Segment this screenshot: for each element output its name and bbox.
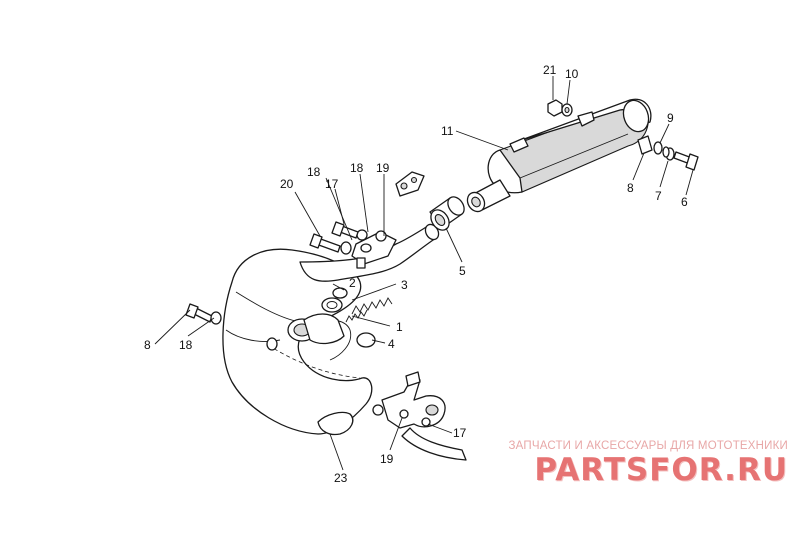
watermark-brand: PARTSFOR.RU bbox=[534, 452, 788, 488]
callout-4: 4 bbox=[388, 337, 395, 351]
callout-6: 6 bbox=[681, 195, 688, 209]
watermark: ЗАПЧАСТИ И АКСЕССУАРЫ ДЛЯ МОТОТЕХНИКИ PA… bbox=[488, 440, 788, 488]
washer-18-lower bbox=[210, 311, 222, 325]
callout-17-lower: 17 bbox=[453, 426, 467, 440]
callout-8-upper: 8 bbox=[627, 181, 634, 195]
spring-3 bbox=[351, 297, 393, 315]
rubber-coupling-5 bbox=[429, 196, 465, 231]
callout-1: 1 bbox=[396, 320, 403, 334]
callout-17-top: 17 bbox=[325, 177, 339, 191]
callout-21: 21 bbox=[543, 63, 557, 77]
bolt-6 bbox=[673, 151, 699, 171]
gasket-o-ring bbox=[321, 297, 343, 313]
small-bracket bbox=[395, 171, 425, 197]
washer-19-lower bbox=[372, 404, 384, 416]
callout-19-lower: 19 bbox=[380, 452, 394, 466]
washer-10 bbox=[561, 103, 573, 117]
silencer-11 bbox=[466, 98, 652, 213]
callout-3: 3 bbox=[401, 278, 408, 292]
watermark-subtitle: ЗАПЧАСТИ И АКСЕССУАРЫ ДЛЯ МОТОТЕХНИКИ bbox=[508, 440, 788, 452]
callout-labels: 21 10 11 9 8 7 6 18 18 19 17 20 5 2 3 1 … bbox=[144, 63, 688, 485]
tail-pipe bbox=[401, 427, 467, 461]
callout-8-lower: 8 bbox=[144, 338, 151, 352]
callout-11: 11 bbox=[441, 124, 454, 138]
spring-1 bbox=[345, 309, 368, 323]
callout-18-lower: 18 bbox=[179, 338, 193, 352]
callout-5: 5 bbox=[459, 264, 466, 278]
callout-18-top-mid: 18 bbox=[350, 161, 364, 175]
callout-9: 9 bbox=[667, 111, 674, 125]
o-ring-2 bbox=[332, 287, 348, 299]
washer-9 bbox=[653, 141, 663, 155]
washer-7 bbox=[662, 146, 675, 161]
lower-mount-bracket bbox=[381, 371, 446, 429]
callout-20: 20 bbox=[280, 177, 294, 191]
callout-7: 7 bbox=[655, 189, 662, 203]
washer-18-upper bbox=[340, 241, 352, 255]
bolt-8-lower bbox=[185, 303, 213, 323]
callout-2: 2 bbox=[349, 276, 356, 290]
bolt-20 bbox=[309, 233, 341, 253]
o-ring-4 bbox=[356, 332, 376, 348]
leader-lines bbox=[154, 76, 694, 471]
upper-mount-bracket bbox=[351, 229, 397, 269]
nut-21 bbox=[547, 99, 563, 117]
callout-23: 23 bbox=[334, 471, 348, 485]
spacer-8 bbox=[637, 135, 653, 155]
callout-18-top-left: 18 bbox=[307, 165, 321, 179]
callout-19-top: 19 bbox=[376, 161, 390, 175]
callout-10: 10 bbox=[565, 67, 579, 81]
